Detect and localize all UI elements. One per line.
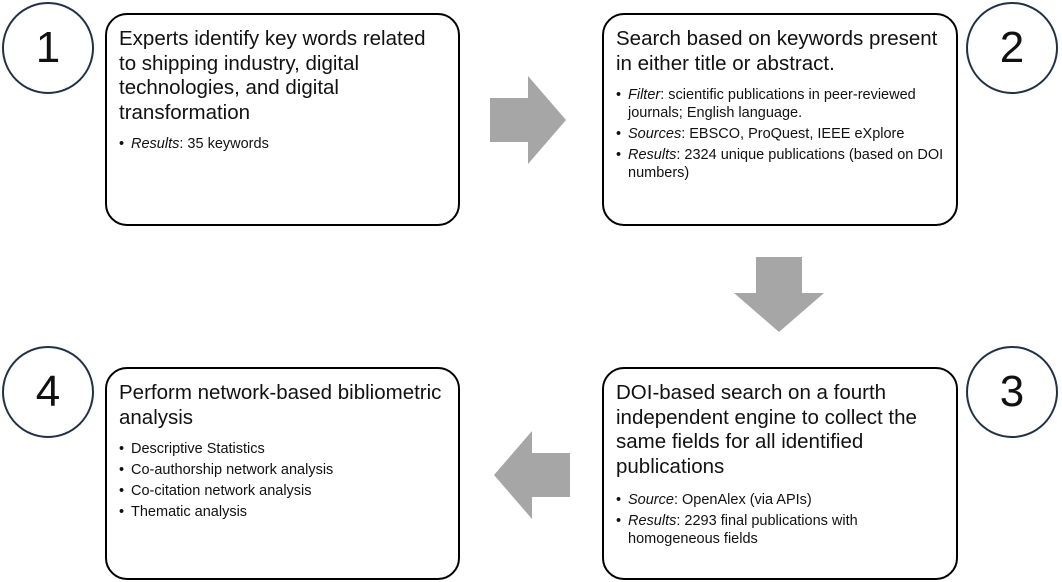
step-2-number-circle: 2 xyxy=(966,2,1058,94)
step-4-bullets: Descriptive Statistics Co-authorship net… xyxy=(119,440,446,521)
step-4-box: Perform network-based bibliometric analy… xyxy=(105,367,460,580)
list-item: Results: 35 keywords xyxy=(119,135,446,153)
step-3-bullets: Source: OpenAlex (via APIs) Results: 229… xyxy=(616,491,944,548)
left-arrow-icon xyxy=(494,431,570,519)
step-3-number-circle: 3 xyxy=(966,346,1058,438)
step-3-box: DOI-based search on a fourth independent… xyxy=(602,367,958,580)
step-1-number: 1 xyxy=(35,23,61,72)
step-4-number-circle: 4 xyxy=(2,346,94,438)
step-1-bullets: Results: 35 keywords xyxy=(119,135,446,153)
step-2-title: Search based on keywords present in eith… xyxy=(616,27,938,75)
list-item: Sources: EBSCO, ProQuest, IEEE eXplore xyxy=(616,125,944,143)
list-item: Descriptive Statistics xyxy=(119,440,446,458)
step-1-box: Experts identify key words related to sh… xyxy=(105,13,460,226)
step-2-box: Search based on keywords present in eith… xyxy=(602,13,958,226)
step-4-number: 4 xyxy=(35,367,61,416)
list-item: Results: 2293 final publications with ho… xyxy=(616,512,944,548)
step-4-title: Perform network-based bibliometric analy… xyxy=(119,381,442,429)
list-item: Thematic analysis xyxy=(119,503,446,521)
step-1-title: Experts identify key words related to sh… xyxy=(119,27,426,124)
list-item: Filter: scientific publications in peer-… xyxy=(616,86,944,122)
step-2-bullets: Filter: scientific publications in peer-… xyxy=(616,86,944,182)
step-2-number: 2 xyxy=(999,23,1025,72)
list-item: Results: 2324 unique publications (based… xyxy=(616,146,944,182)
step-3-number: 3 xyxy=(999,367,1025,416)
list-item: Co-authorship network analysis xyxy=(119,461,446,479)
right-arrow-icon xyxy=(490,76,566,164)
step-3-title: DOI-based search on a fourth independent… xyxy=(616,381,917,478)
down-arrow-icon xyxy=(734,257,824,332)
list-item: Co-citation network analysis xyxy=(119,482,446,500)
list-item: Source: OpenAlex (via APIs) xyxy=(616,491,944,509)
step-1-number-circle: 1 xyxy=(2,2,94,94)
